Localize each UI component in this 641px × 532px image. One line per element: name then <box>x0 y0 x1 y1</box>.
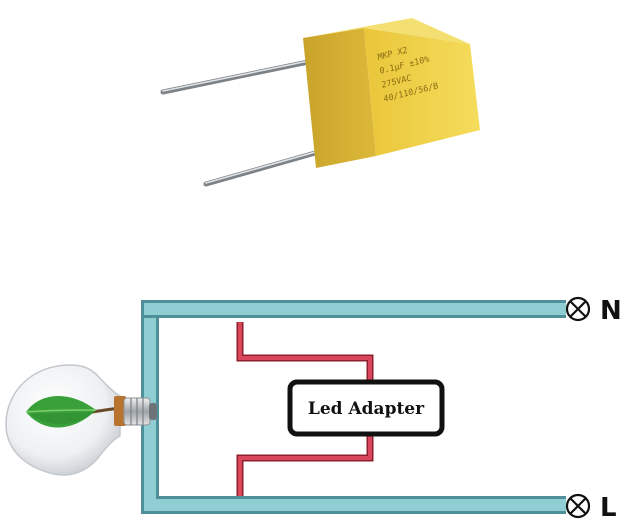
wire-corner <box>144 303 156 315</box>
capacitor-body-front <box>364 28 480 156</box>
capacitor-body-side <box>303 28 376 168</box>
capacitor: MKP X2 0.1µF ±10% 275VAC 40/110/56/B <box>160 18 480 187</box>
led-adapter-label: Led Adapter <box>308 399 425 419</box>
capacitor-lead-upper <box>160 57 321 95</box>
adapter-lead-top <box>236 322 374 382</box>
circle-x-terminal-icon <box>565 296 591 322</box>
circle-x-terminal-icon <box>565 493 591 519</box>
terminal-neutral: N <box>565 296 622 326</box>
terminal-live-label: L <box>600 493 617 523</box>
led-adapter: Led Adapter <box>287 379 445 437</box>
terminal-neutral-label: N <box>600 296 622 326</box>
eco-bulb-icon <box>5 364 157 476</box>
terminal-live: L <box>565 493 617 523</box>
capacitor-body-top <box>303 18 470 44</box>
wire-loop <box>141 300 566 514</box>
adapter-lead-bottom <box>236 434 374 500</box>
